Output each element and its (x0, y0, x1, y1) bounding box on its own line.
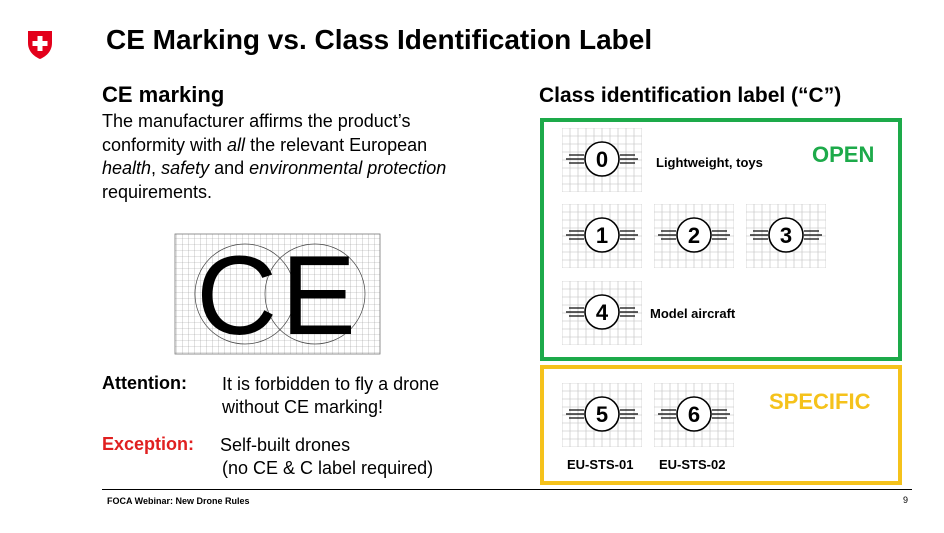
ce-marking-description: The manufacturer affirms the product’s c… (102, 111, 447, 202)
class-label-heading: Class identification label (“C”) (539, 84, 842, 107)
class-c4-icon: 4 (562, 281, 642, 345)
open-category-label: OPEN (812, 142, 875, 167)
class-c0-icon: 0 (562, 128, 642, 192)
class-c5-caption: EU-STS-01 (567, 457, 634, 472)
class-c1-icon: 1 (562, 204, 642, 268)
ce-letters: CE (196, 233, 360, 358)
open-category-box (540, 118, 902, 361)
page-title: CE Marking vs. Class Identification Labe… (106, 24, 653, 55)
specific-category-box (540, 365, 902, 485)
swiss-coat-of-arms-icon (28, 31, 52, 59)
class-digit: 0 (596, 147, 608, 172)
exception-line-2: (no CE & C label required) (222, 458, 434, 478)
class-digit: 6 (688, 402, 700, 427)
footer-divider (102, 489, 912, 490)
ce-marking-heading: CE marking (102, 82, 225, 107)
footer-text: FOCA Webinar: New Drone Rules (107, 496, 250, 506)
class-c6-caption: EU-STS-02 (659, 457, 726, 472)
class-digit: 2 (688, 223, 700, 248)
exception-line-1: Self-built drones (220, 435, 351, 455)
exception-label: Exception: (102, 434, 195, 454)
ce-mark-logo: CE (174, 233, 381, 358)
class-c0-caption: Lightweight, toys (656, 155, 763, 170)
class-c2-icon: 2 (654, 204, 734, 268)
attention-label: Attention: (102, 373, 187, 393)
class-c5-icon: 5 (562, 383, 642, 447)
exception-text: Self-built drones (no CE & C label requi… (220, 434, 480, 480)
class-digit: 5 (596, 402, 608, 427)
class-digit: 3 (780, 223, 792, 248)
class-digit: 4 (596, 300, 609, 325)
class-c4-caption: Model aircraft (650, 306, 736, 321)
class-c6-icon: 6 (654, 383, 734, 447)
page-number: 9 (903, 495, 909, 505)
class-digit: 1 (596, 223, 608, 248)
class-c3-icon: 3 (746, 204, 826, 268)
specific-category-label: SPECIFIC (769, 389, 871, 414)
attention-text: It is forbidden to fly a drone without C… (222, 374, 440, 417)
